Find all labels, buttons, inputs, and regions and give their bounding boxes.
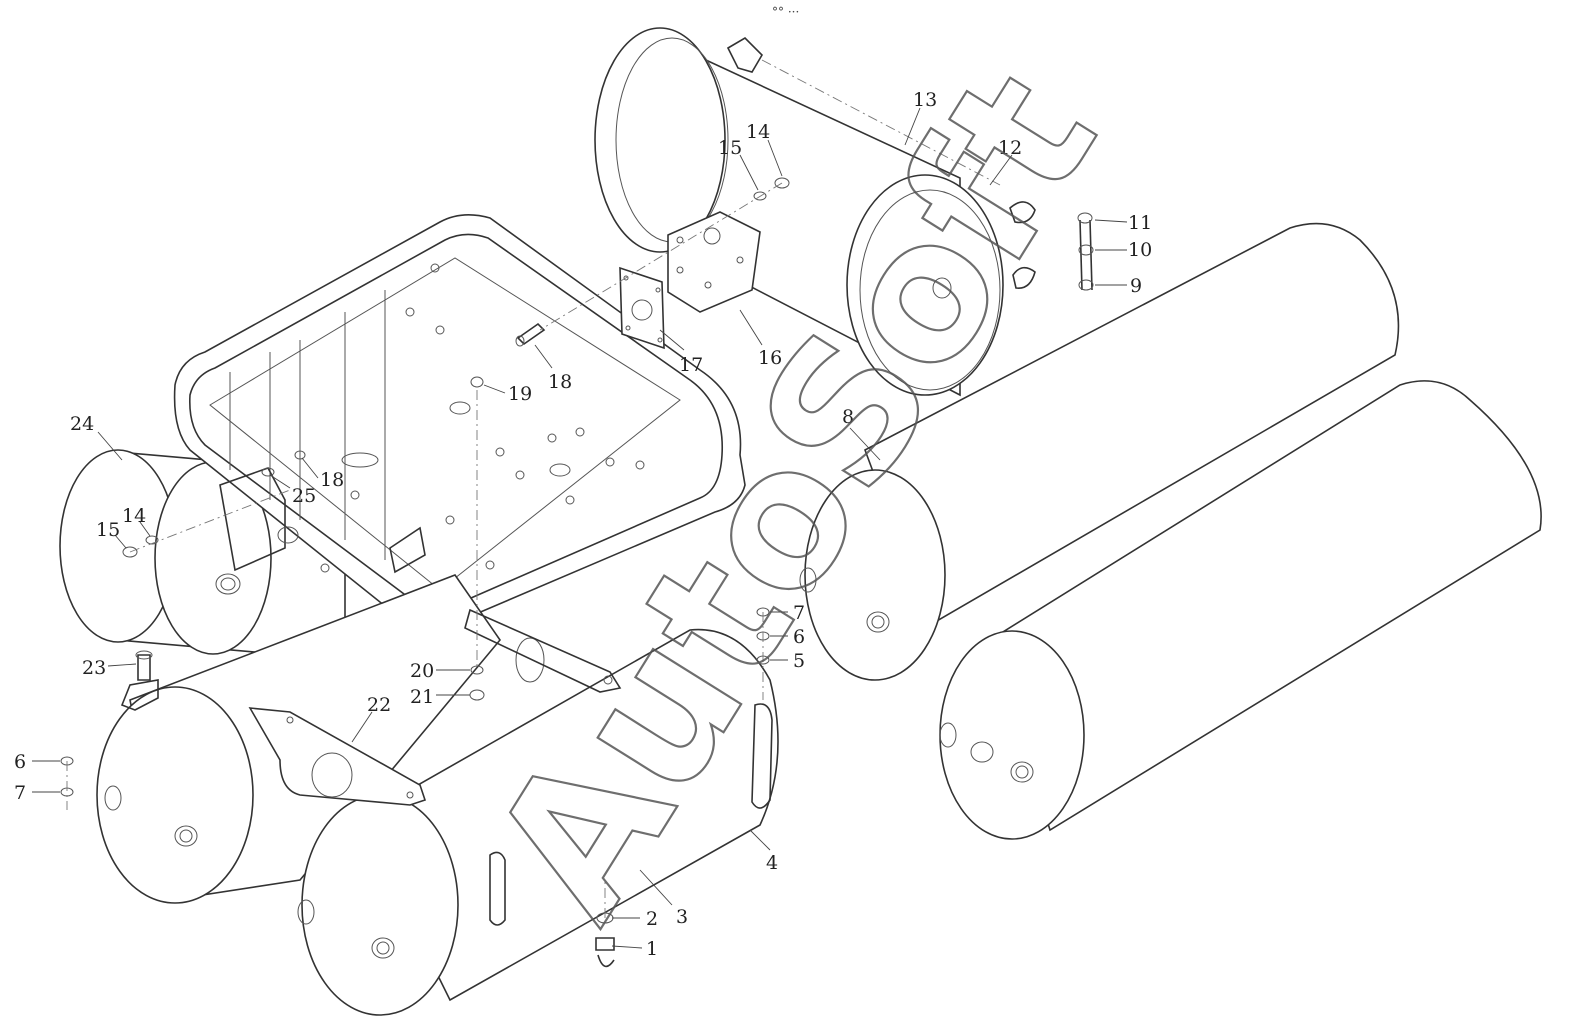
callout-24: 24 [70,413,94,435]
callout-9: 9 [1130,275,1142,297]
bracket-22 [248,707,427,806]
callout-8: 8 [842,406,854,428]
tank-13 [594,27,1036,397]
callout-23: 23 [82,657,106,679]
callout-11: 11 [1128,212,1152,234]
callout-17: 17 [679,354,703,376]
callout-5: 5 [793,650,805,672]
callout-10: 10 [1128,239,1152,261]
assembly-lines [66,59,1001,918]
bolt-18 [515,322,546,347]
callout-22: 22 [367,694,391,716]
callout-6a: 6 [793,626,805,648]
callout-1: 1 [646,938,658,960]
callout-18a: 18 [548,371,572,393]
callout-14b: 14 [122,505,146,527]
callout-2: 2 [646,908,658,930]
callout-18b: 18 [320,469,344,491]
fitting-9-10-11 [1077,212,1094,291]
bracket-23 [120,650,159,711]
callout-20: 20 [410,660,434,682]
bracket-strap [464,608,622,693]
callout-21: 21 [410,686,434,708]
callouts: 1 2 3 4 5 6 7 6 7 8 9 10 11 12 13 14 15 [14,89,1152,960]
callout-14a: 14 [746,121,770,143]
tank-right-front [939,380,1542,840]
tank-3-4 [297,628,779,1016]
callout-15a: 15 [718,137,742,159]
callout-19: 19 [508,383,532,405]
callout-25: 25 [292,485,316,507]
callout-12: 12 [998,137,1022,159]
tank-8 [799,222,1400,681]
callout-7a: 7 [793,602,805,624]
header-mark: °° ··· [772,5,799,19]
callout-13: 13 [913,89,937,111]
callout-7b: 7 [14,782,26,804]
callout-15b: 15 [96,519,120,541]
callout-16: 16 [758,347,782,369]
tray-box [173,214,746,632]
callout-3: 3 [676,906,688,928]
callout-6b: 6 [14,751,26,773]
callout-4: 4 [766,852,778,874]
gasket-plate-17 [619,266,665,350]
